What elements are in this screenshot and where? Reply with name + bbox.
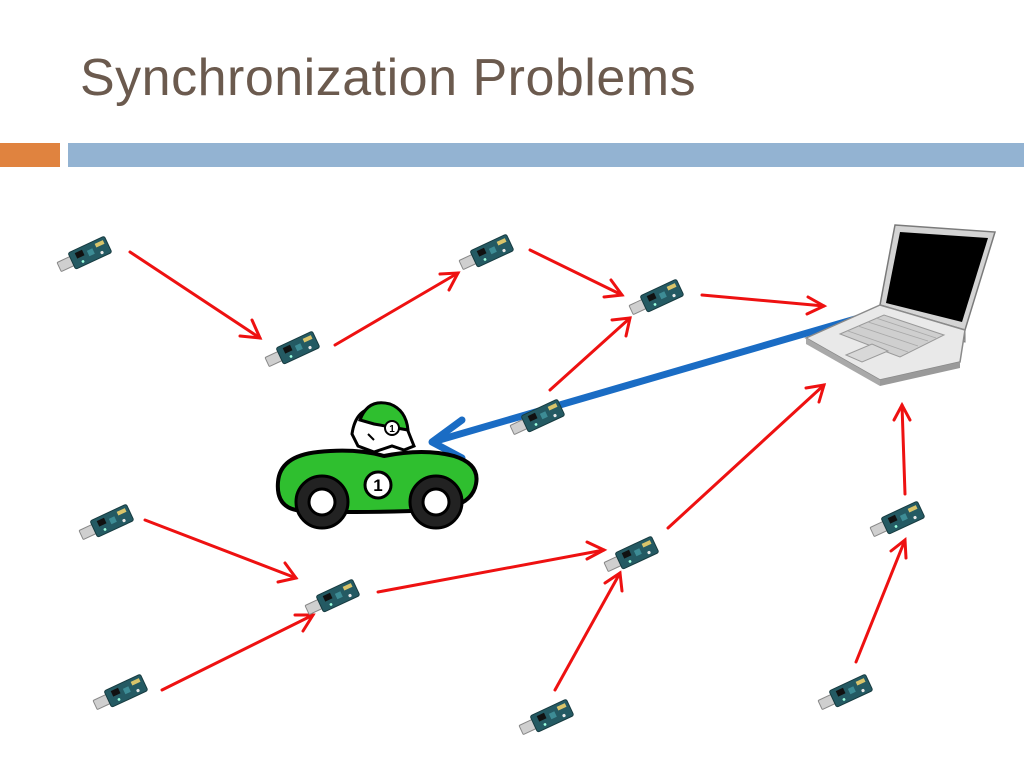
laptop-icon [804,224,996,386]
usb-sensor-mote-icon [867,500,926,541]
arrow-link [548,316,632,392]
usb-sensor-mote-icon [601,535,660,576]
arrow-link [528,248,625,299]
arrow-link [128,250,263,340]
arrow-link [143,518,299,584]
usb-sensor-mote-icon [626,278,685,319]
usb-sensor-mote-icon [262,330,321,371]
arrow-link [700,293,828,316]
query-arrow [428,304,897,462]
usb-sensor-mote-icon [302,578,361,619]
arrow-link [666,383,827,530]
svg-text:1: 1 [389,424,395,435]
usb-sensor-mote-icon [456,233,515,274]
car-number: 1 [373,476,382,495]
race-car-driver-icon: 1 1 [275,401,479,530]
data-flow-arrows [128,248,912,692]
arrow-link [892,401,912,496]
slide-title: Synchronization Problems [80,49,697,107]
arrow-link [160,613,316,692]
title-accent-bar [0,143,60,167]
arrow-link [333,271,461,347]
arrow-link [553,570,624,692]
usb-sensor-mote-icon [54,235,113,276]
arrow-link [854,537,908,664]
usb-sensor-mote-icon [815,673,874,714]
usb-sensor-mote-icon [516,698,575,739]
usb-sensor-mote-icon [90,673,149,714]
arrow-link [376,540,608,594]
usb-sensor-mote-icon [76,503,135,544]
title-underline-bar [68,143,1024,167]
sensor-motes [54,233,926,739]
